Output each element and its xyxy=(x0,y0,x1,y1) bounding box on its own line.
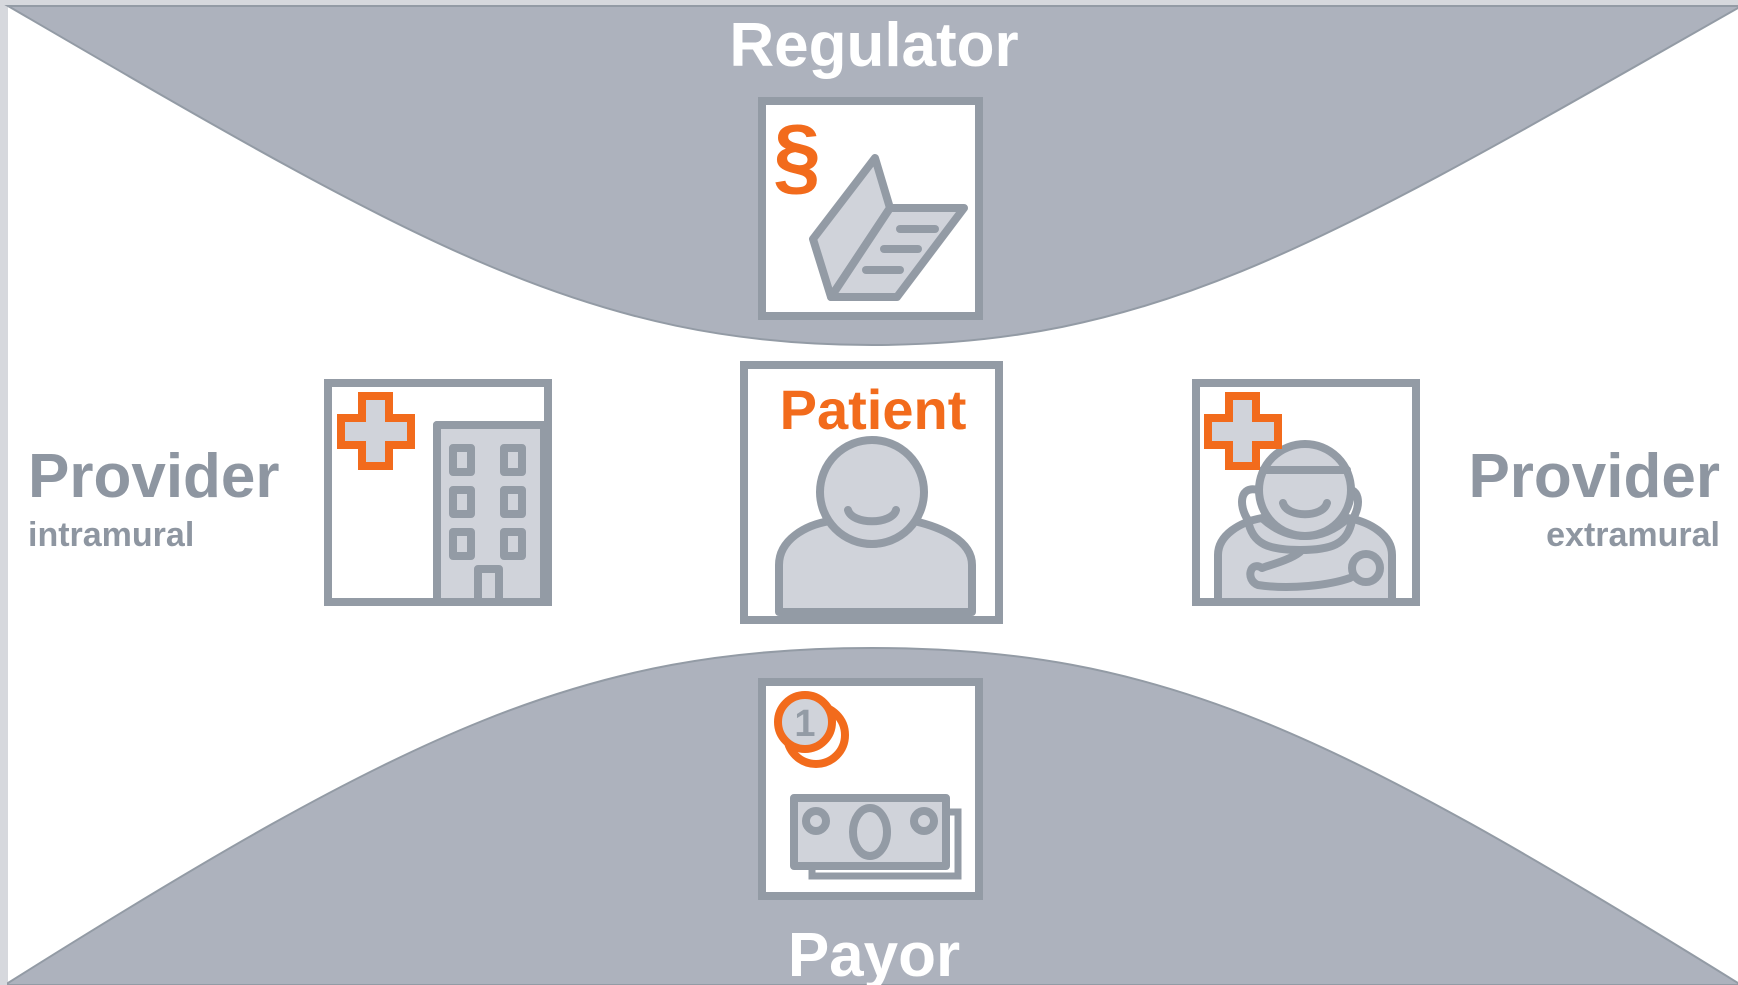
law-book-icon: § xyxy=(758,97,983,320)
section-mark-icon: § xyxy=(773,108,821,204)
frame-top-edge xyxy=(0,0,1738,6)
provider-left-title: Provider xyxy=(28,442,280,511)
person-icon: Patient xyxy=(740,361,1003,624)
provider-left-subtitle: intramural xyxy=(28,516,194,554)
hospital-icon xyxy=(324,379,552,606)
payor-title: Payor xyxy=(788,921,960,985)
frame-left-edge xyxy=(0,0,8,985)
provider-right-subtitle: extramural xyxy=(1546,516,1720,554)
regulator-title: Regulator xyxy=(729,11,1018,80)
provider-right-title: Provider xyxy=(1468,442,1720,511)
doctor-icon xyxy=(1192,379,1420,606)
medical-cross-icon xyxy=(337,392,415,470)
medical-cross-icon-2 xyxy=(1204,392,1282,470)
money-icon: 1 xyxy=(758,678,983,900)
patient-title: Patient xyxy=(780,378,967,441)
coin-mark: 1 xyxy=(794,703,815,745)
